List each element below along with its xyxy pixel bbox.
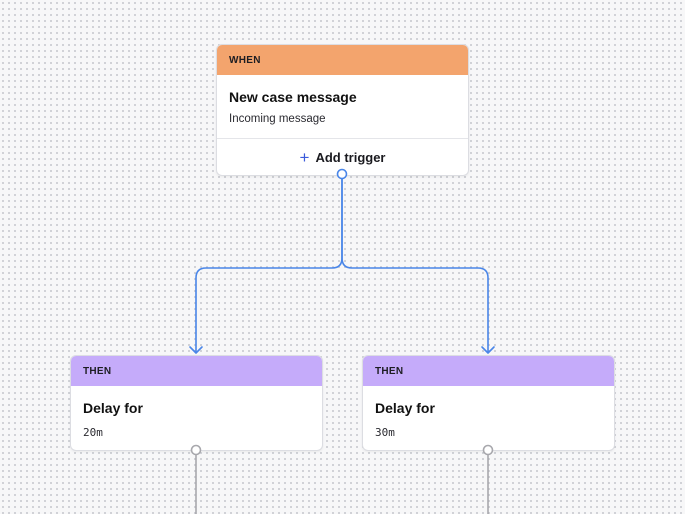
connector-left (195, 175, 343, 353)
add-trigger-button[interactable]: + Add trigger (217, 138, 468, 175)
add-trigger-label: Add trigger (315, 149, 386, 165)
when-trigger-card[interactable]: WHEN New case message Incoming message +… (216, 44, 469, 176)
then-action-card[interactable]: THEN Delay for 30m (362, 355, 615, 451)
arrow-down-icon (189, 346, 203, 354)
then-header: THEN (71, 356, 322, 386)
arrow-down-icon (481, 346, 495, 354)
then-action-card[interactable]: THEN Delay for 20m (70, 355, 323, 451)
then-header: THEN (363, 356, 614, 386)
delay-value: 30m (375, 426, 395, 439)
connector-right (341, 175, 489, 353)
when-header: WHEN (217, 45, 468, 75)
plus-icon: + (299, 147, 310, 167)
action-title: Delay for (375, 400, 435, 416)
action-title: Delay for (83, 400, 143, 416)
trigger-subtitle: Incoming message (229, 113, 326, 125)
trigger-title: New case message (229, 89, 357, 105)
delay-value: 20m (83, 426, 103, 439)
